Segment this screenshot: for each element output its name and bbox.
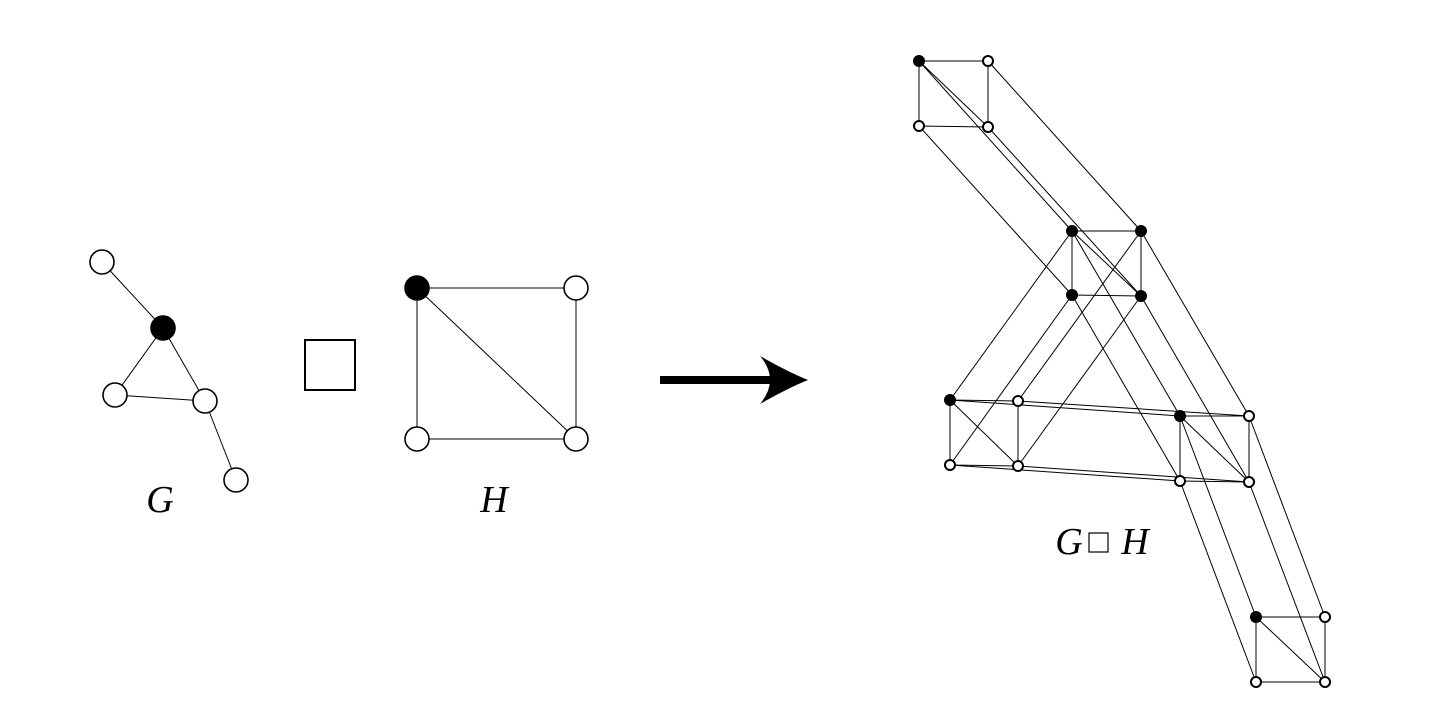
product-vertex [1319,676,1331,688]
product-edges [918,60,1326,683]
product-edge [918,60,1073,232]
product-edge [987,126,1142,297]
graph-h-label: H [479,479,510,521]
product-vertex [982,55,994,67]
product-edge [949,464,1181,482]
product-vertex [1250,676,1262,688]
graph-h-edge [416,287,577,440]
product-edge [1179,480,1250,483]
product-edge [1140,295,1250,483]
product-edge [1017,400,1250,417]
product-vertex-marked [1174,410,1186,422]
graph-g-edge [204,400,237,481]
product-edge [918,125,989,128]
graph-h-vertex-marked [404,275,430,301]
product-edge [987,60,1142,232]
product-edge [949,399,1019,402]
product-vertex [982,121,994,133]
graph-g [89,249,249,493]
product-edge [1179,415,1257,618]
product-edge [1071,294,1181,482]
product-vertex [1174,475,1186,487]
product-graph [913,55,1331,688]
product-label-left: G [1055,521,1082,563]
product-edge [1017,230,1142,402]
product-edge [1248,481,1326,683]
product-vertex [1012,460,1024,472]
product-edge [1017,465,1250,483]
product-vertex [1243,410,1255,422]
product-label-right: H [1120,521,1151,563]
product-vertex-marked [1135,290,1147,302]
product-vertex-marked [1066,225,1078,237]
product-edge [949,464,1019,467]
product-vertex-marked [944,394,956,406]
product-edge [1071,230,1181,417]
product-vertex [1243,476,1255,488]
product-edge [949,399,1181,417]
graph-g-edge [114,394,206,402]
graph-g-vertex [89,249,115,275]
product-edge [949,294,1073,466]
product-vertex-marked [913,55,925,67]
product-vertex [913,120,925,132]
product-vertex [1012,395,1024,407]
product-edge [1071,294,1142,297]
graph-g-edge [101,261,164,329]
product-edge [918,125,1073,296]
graph-h-vertex [404,426,430,452]
product-edge [1017,295,1142,467]
graph-g-vertex-marked [150,315,176,341]
product-vertex [944,459,956,471]
product-edge [949,230,1073,401]
product-edge [1179,480,1257,683]
product-vertex-marked [1135,225,1147,237]
product-vertices [913,55,1331,688]
graph-h-vertex [563,275,589,301]
product-edge [949,399,1019,467]
graph-g-edge [114,327,164,396]
right-arrow-icon [660,356,808,404]
graph-g-vertex [223,467,249,493]
graph-h [404,275,589,452]
product-vertex-marked [1066,289,1078,301]
product-edge [1140,230,1250,417]
product-edge [1071,230,1142,297]
product-edge [1255,616,1326,683]
product-edge [1248,415,1326,618]
product-box-icon [1088,532,1109,553]
graph-h-vertex [563,426,589,452]
graph-g-label: G [146,479,173,521]
product-vertex [1319,611,1331,623]
box-product-icon [304,339,356,391]
product-edge [918,60,989,128]
product-vertex-marked [1250,611,1262,623]
graph-g-vertex [192,388,218,414]
graph-g-vertex [102,382,128,408]
graph-g-edge [162,327,206,402]
product-edge [1179,415,1250,483]
